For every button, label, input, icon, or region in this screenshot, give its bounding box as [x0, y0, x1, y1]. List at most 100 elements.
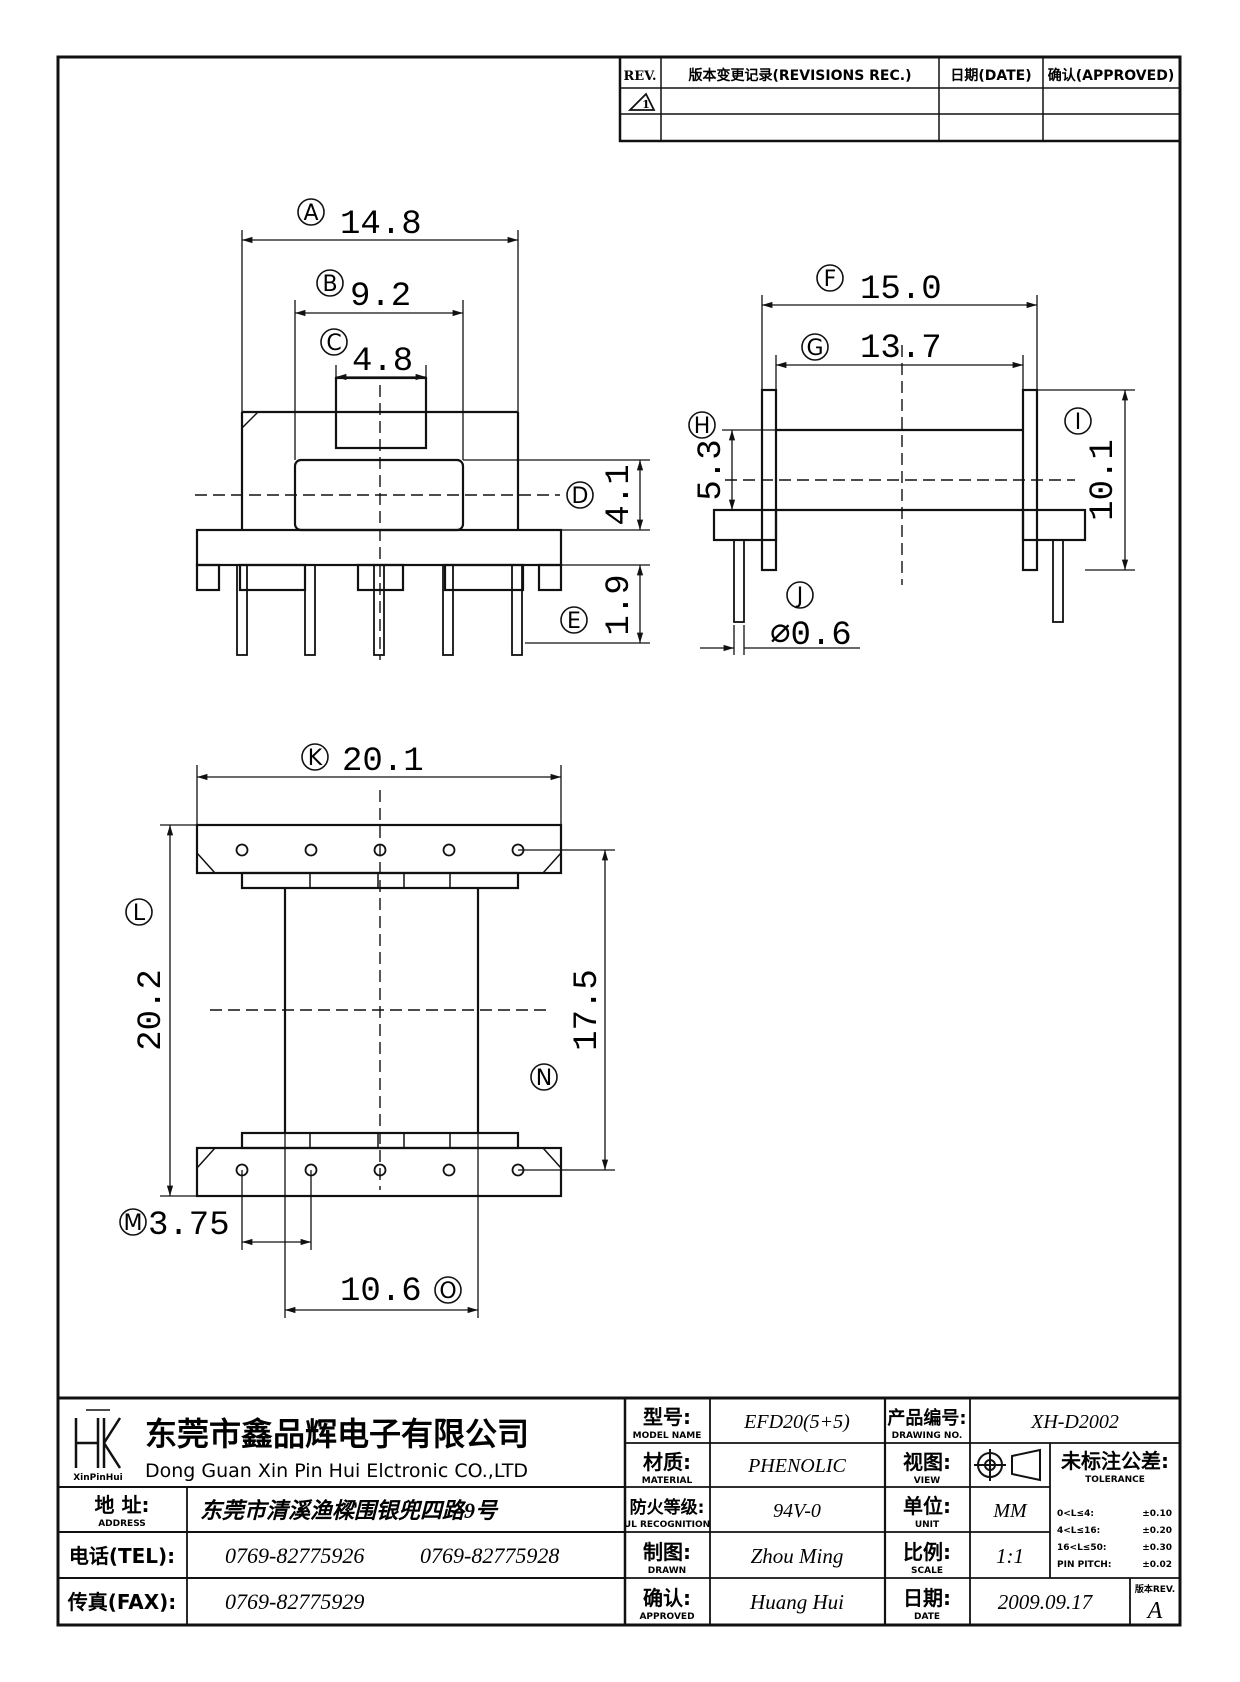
rev-header: REV. — [623, 69, 656, 84]
label-circle-c — [320, 328, 348, 356]
revisions-header: 版本变更记录(REVISIONS REC.) — [689, 67, 912, 84]
date-header: 日期(DATE) — [950, 68, 1031, 84]
ul-value: 94V-0 — [773, 1500, 821, 1522]
tolerance-label: 未标注公差: — [1061, 1449, 1169, 1473]
dim-j-value: ⌀0.6 — [770, 617, 852, 655]
dim-n-value: 17.5 — [569, 969, 607, 1051]
unit-label: 单位: — [903, 1494, 951, 1518]
label-circle-a — [297, 198, 325, 226]
date-label: 日期: — [903, 1586, 951, 1610]
label-a: A — [303, 201, 318, 226]
rev-mark: 1 — [642, 98, 650, 111]
label-i: I — [1075, 410, 1082, 435]
top-view-centerlines — [210, 790, 550, 1190]
drawing-border — [56, 55, 1182, 1627]
drawing-no-label: 产品编号: — [887, 1407, 966, 1429]
view-label: 视图: — [903, 1450, 951, 1474]
drawn-value: Zhou Ming — [751, 1544, 844, 1568]
label-e: E — [567, 609, 581, 634]
label-l: L — [133, 901, 146, 926]
fax-value: 0769-82775929 — [225, 1589, 364, 1614]
approved-label-en: APPROVED — [639, 1612, 694, 1622]
label-circle-b — [316, 269, 344, 297]
unit-label-en: UNIT — [915, 1520, 940, 1530]
revision-triangle-icon: 1 — [627, 92, 656, 111]
rev-value: A — [1146, 1598, 1163, 1624]
tolerance-value: ±0.20 — [1142, 1526, 1172, 1536]
view-label-en: VIEW — [914, 1476, 940, 1486]
label-n: N — [536, 1066, 552, 1091]
tolerance-value: ±0.02 — [1142, 1560, 1172, 1570]
label-j: J — [795, 584, 804, 609]
side-view-centerlines — [725, 345, 1075, 585]
drawing-no-label-en: DRAWING NO. — [892, 1431, 963, 1441]
approved-label: 确认: — [643, 1586, 691, 1610]
front-view — [195, 376, 563, 656]
dim-k-value: 20.1 — [342, 743, 424, 781]
model-label: 型号: — [643, 1405, 691, 1429]
unit-value: MM — [992, 1500, 1028, 1522]
label-circle-k — [301, 743, 329, 771]
label-circle-h — [688, 411, 716, 439]
date-value: 2009.09.17 — [998, 1590, 1094, 1614]
label-b: B — [322, 272, 337, 297]
tolerance-range: 4<L≤16: — [1057, 1526, 1100, 1536]
rev-label: 版本REV. — [1134, 1583, 1175, 1595]
dim-l-value: 20.2 — [133, 969, 171, 1051]
approved-value: Huang Hui — [749, 1590, 844, 1614]
material-value: PHENOLIC — [747, 1455, 846, 1477]
ul-label: 防火等级: — [630, 1497, 705, 1518]
logo-text: XinPinHui — [73, 1473, 123, 1483]
label-m: M — [124, 1211, 143, 1236]
dim-c-value: 4.8 — [352, 343, 413, 381]
label-d: D — [572, 484, 589, 509]
label-k: K — [308, 746, 323, 771]
drawn-label-en: DRAWN — [648, 1566, 686, 1576]
company-name-cn: 东莞市鑫品辉电子有限公司 — [145, 1415, 529, 1453]
label-circle-n — [530, 1063, 558, 1091]
projection-symbol-icon — [974, 1448, 1041, 1482]
label-circle-o — [434, 1276, 462, 1304]
top-view-dimensions — [160, 765, 615, 1318]
address-label: 地 址: — [95, 1493, 150, 1517]
company-name-en: Dong Guan Xin Pin Hui Elctronic CO.,LTD — [145, 1460, 528, 1482]
label-g: G — [806, 336, 823, 361]
label-f: F — [824, 267, 837, 292]
dim-g-value: 13.7 — [860, 330, 942, 368]
address-label-en: ADDRESS — [98, 1519, 146, 1529]
approved-header: 确认(APPROVED) — [1048, 67, 1174, 84]
label-h: H — [694, 414, 711, 439]
label-circle-g — [801, 333, 829, 361]
front-view-centerlines — [195, 385, 560, 660]
front-view-dimensions — [241, 230, 650, 644]
material-label: 材质: — [643, 1450, 691, 1474]
dim-i-value: 10.1 — [1085, 439, 1123, 521]
model-label-en: MODEL NAME — [633, 1431, 702, 1441]
drawing-no-value: XH-D2002 — [1030, 1411, 1119, 1433]
dim-d-value: 4.1 — [601, 464, 639, 525]
label-o: O — [439, 1279, 456, 1304]
dim-a-value: 14.8 — [340, 206, 422, 244]
dim-f-value: 15.0 — [860, 271, 942, 309]
dim-b-value: 9.2 — [350, 278, 411, 316]
tel-label: 电话(TEL): — [69, 1544, 175, 1568]
tolerance-value: ±0.30 — [1142, 1543, 1172, 1553]
company-logo-icon — [74, 1409, 122, 1469]
label-circle-e — [560, 606, 588, 634]
label-c: C — [326, 331, 341, 356]
tolerance-label-en: TOLERANCE — [1085, 1475, 1145, 1485]
dim-e-value: 1.9 — [601, 574, 639, 635]
tel-value-2: 0769-82775928 — [420, 1543, 559, 1568]
model-value: EFD20(5+5) — [743, 1411, 850, 1433]
fax-label: 传真(FAX): — [67, 1590, 177, 1614]
tolerance-range: 0<L≤4: — [1057, 1509, 1094, 1519]
label-circle-i — [1064, 407, 1092, 435]
drawn-label: 制图: — [643, 1540, 691, 1564]
dim-o-value: 10.6 — [340, 1273, 422, 1311]
scale-label: 比例: — [903, 1540, 951, 1564]
tolerance-range: PIN PITCH: — [1057, 1560, 1111, 1570]
scale-label-en: SCALE — [911, 1566, 943, 1576]
side-view-dimensions — [700, 295, 1135, 655]
tolerance-value: ±0.10 — [1142, 1509, 1172, 1519]
